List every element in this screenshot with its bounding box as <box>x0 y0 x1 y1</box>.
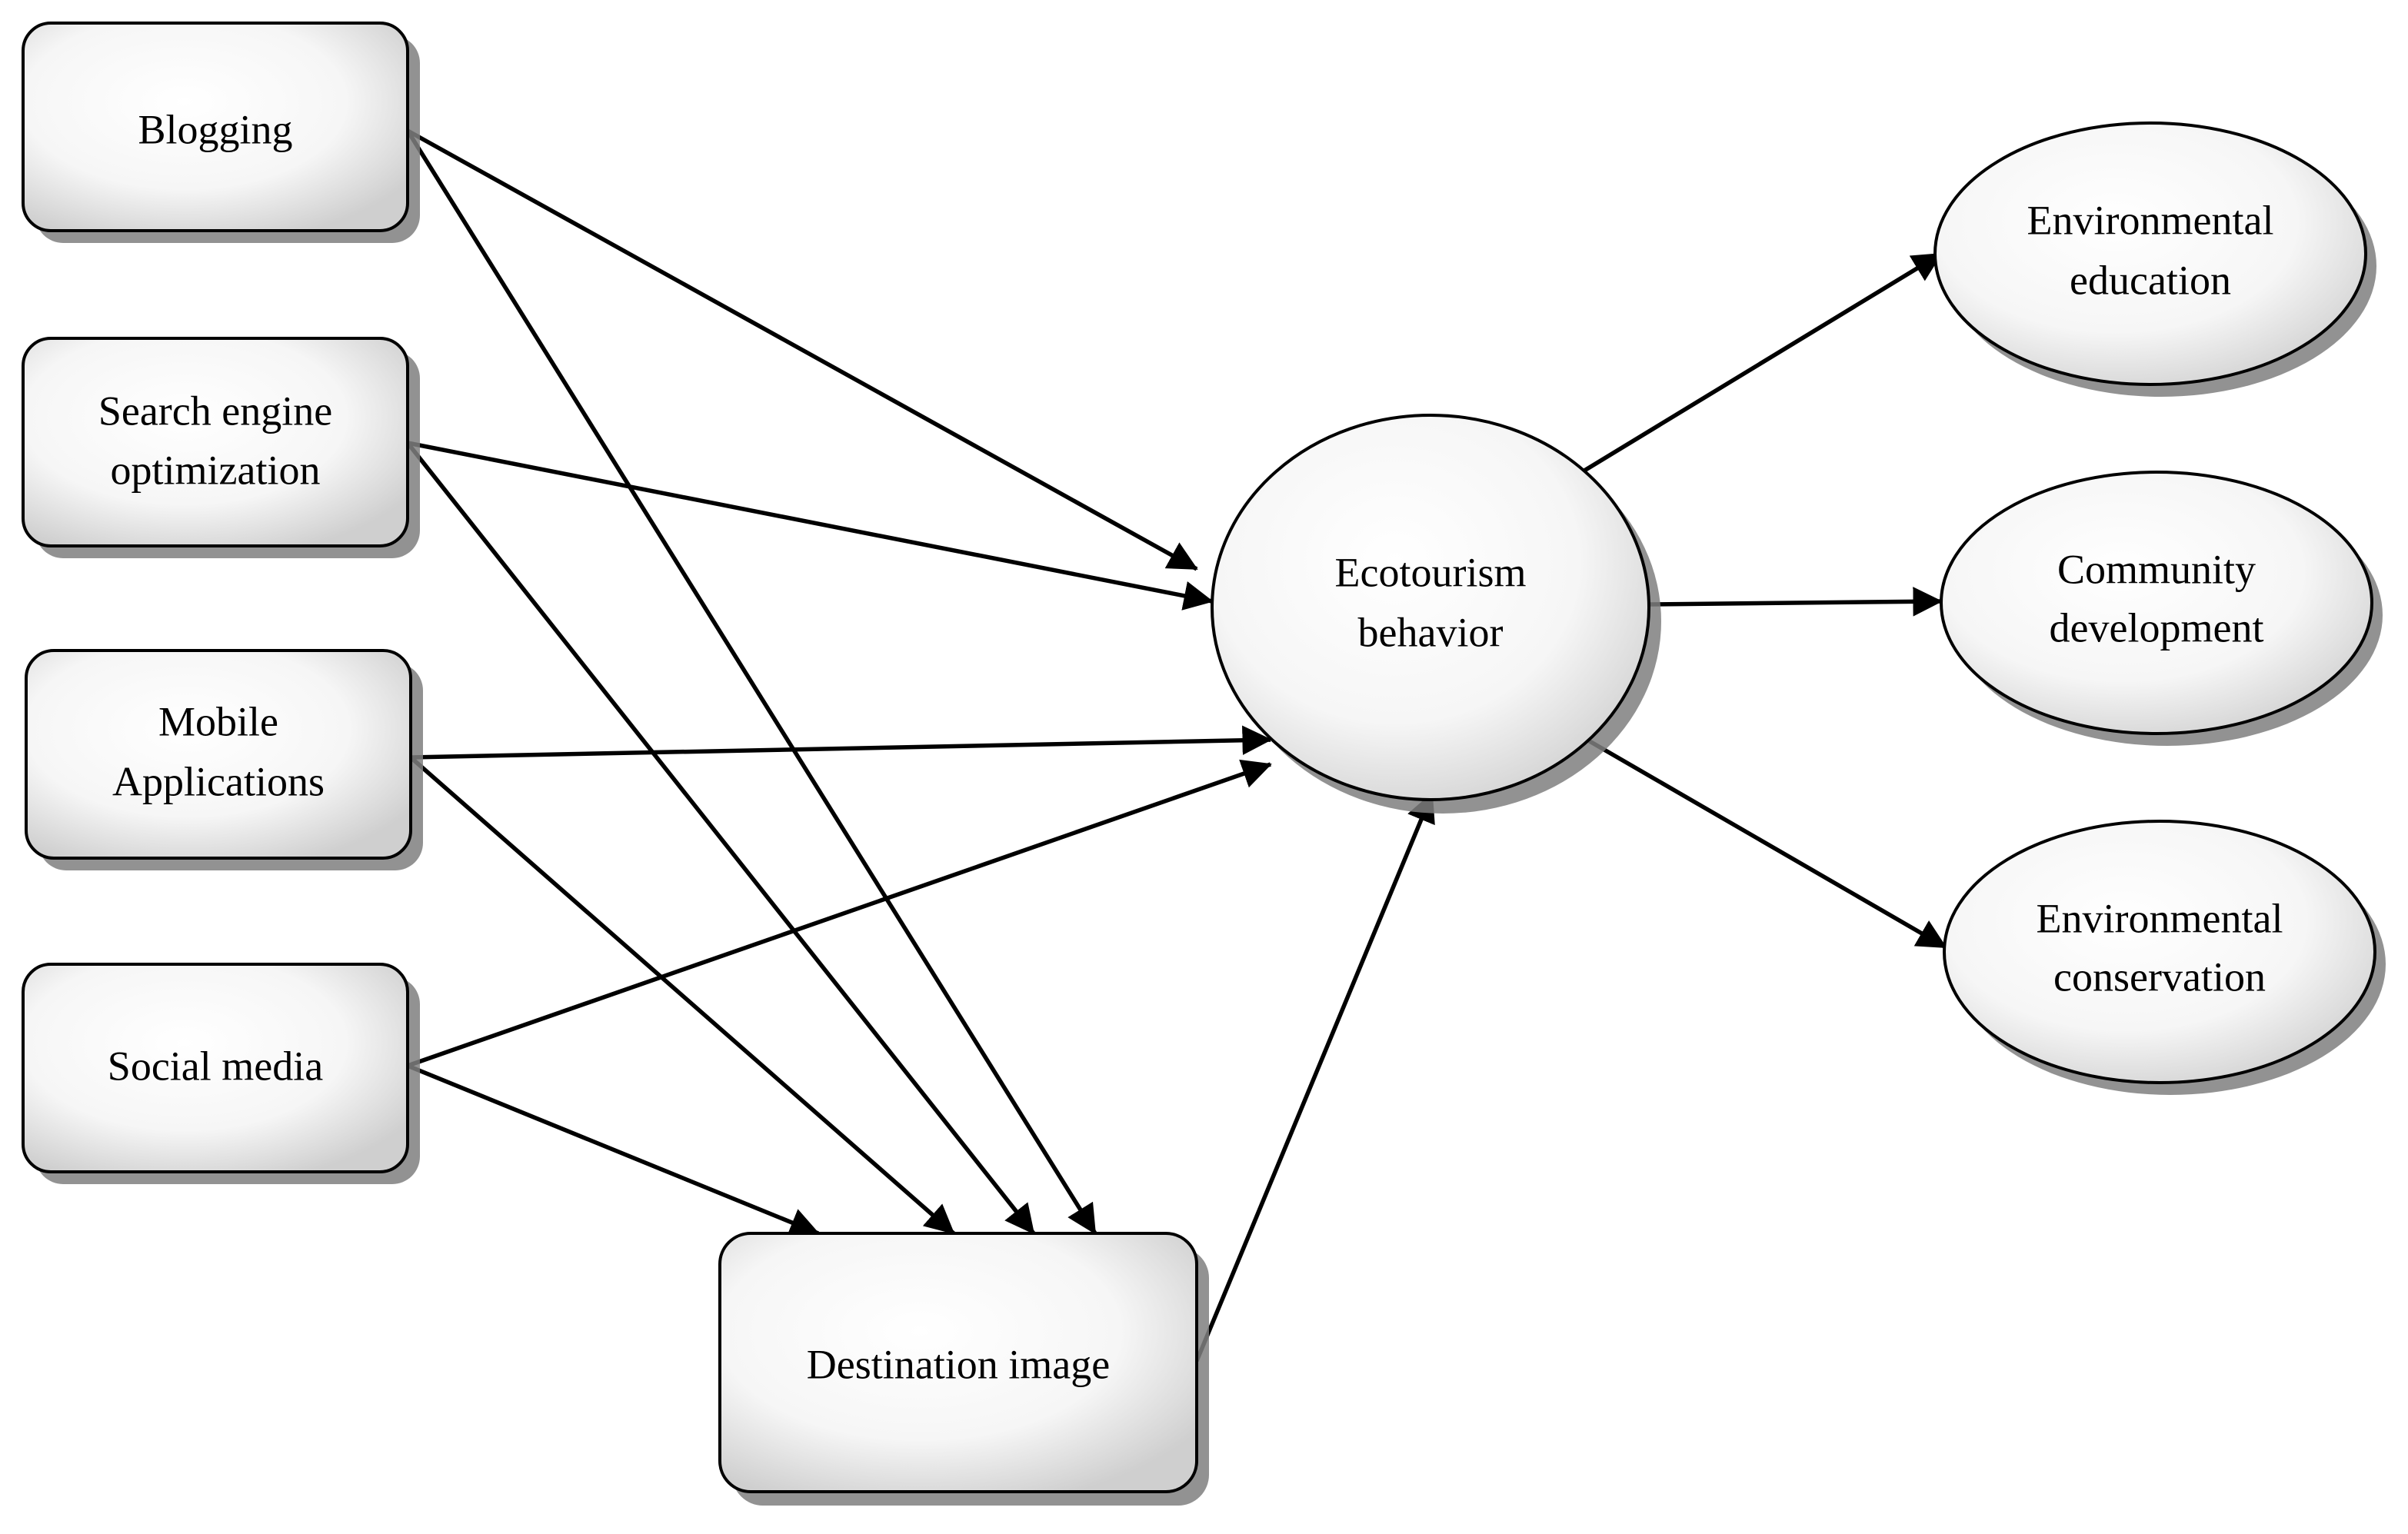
edge-destination-to-eco <box>1194 792 1435 1363</box>
edge-eco-to-env-cons <box>1583 736 1947 950</box>
node-environmental-education: Environmental education <box>1933 121 2376 397</box>
node-mobile-label-2: Applications <box>112 758 325 804</box>
edge-blogging-to-destination <box>405 129 1097 1235</box>
node-community-label-1: Community <box>2057 546 2256 592</box>
node-environmental-conservation: Environmental conservation <box>1943 820 2386 1095</box>
node-eco-label-2: behavior <box>1358 609 1504 655</box>
node-destination-image: Destination image <box>718 1232 1209 1506</box>
node-eco-label-1: Ecotourism <box>1335 549 1527 595</box>
node-env-cons-label-2: conservation <box>2053 953 2266 1000</box>
nodes-layer: Blogging Search engine optimization Mobi… <box>22 22 2386 1506</box>
node-blogging-label-1: Blogging <box>138 106 292 152</box>
node-search-engine-optimization: Search engine optimization <box>22 337 420 558</box>
node-community-label-2: development <box>2050 604 2264 651</box>
edges-layer <box>405 128 1947 1363</box>
edge-eco-to-community <box>1648 587 1943 617</box>
node-seo-label-1: Search engine <box>98 388 332 434</box>
node-mobile-label-1: Mobile <box>158 698 278 744</box>
node-seo-label-2: optimization <box>111 447 321 493</box>
node-destination-label-1: Destination image <box>807 1341 1110 1387</box>
edge-mobile-to-destination <box>409 755 955 1236</box>
edge-eco-to-env-edu <box>1583 251 1943 473</box>
edge-seo-to-destination <box>405 441 1036 1235</box>
node-ecotourism-behavior: Ecotourism behavior <box>1211 414 1661 814</box>
node-social-media: Social media <box>22 963 420 1184</box>
node-mobile-applications: Mobile Applications <box>25 649 423 870</box>
node-blogging: Blogging <box>22 22 420 243</box>
node-env-edu-label-2: education <box>2070 257 2231 303</box>
edge-blogging-to-eco <box>406 128 1198 571</box>
edge-social-to-eco <box>407 759 1272 1068</box>
edge-seo-to-eco <box>407 441 1214 611</box>
edge-social-to-destination <box>406 1063 820 1236</box>
node-env-edu-label-1: Environmental <box>2027 197 2274 243</box>
node-community-development: Community development <box>1940 471 2383 746</box>
edge-mobile-to-eco <box>410 725 1272 760</box>
node-social-label-1: Social media <box>108 1043 323 1089</box>
node-env-cons-label-1: Environmental <box>2037 895 2283 941</box>
